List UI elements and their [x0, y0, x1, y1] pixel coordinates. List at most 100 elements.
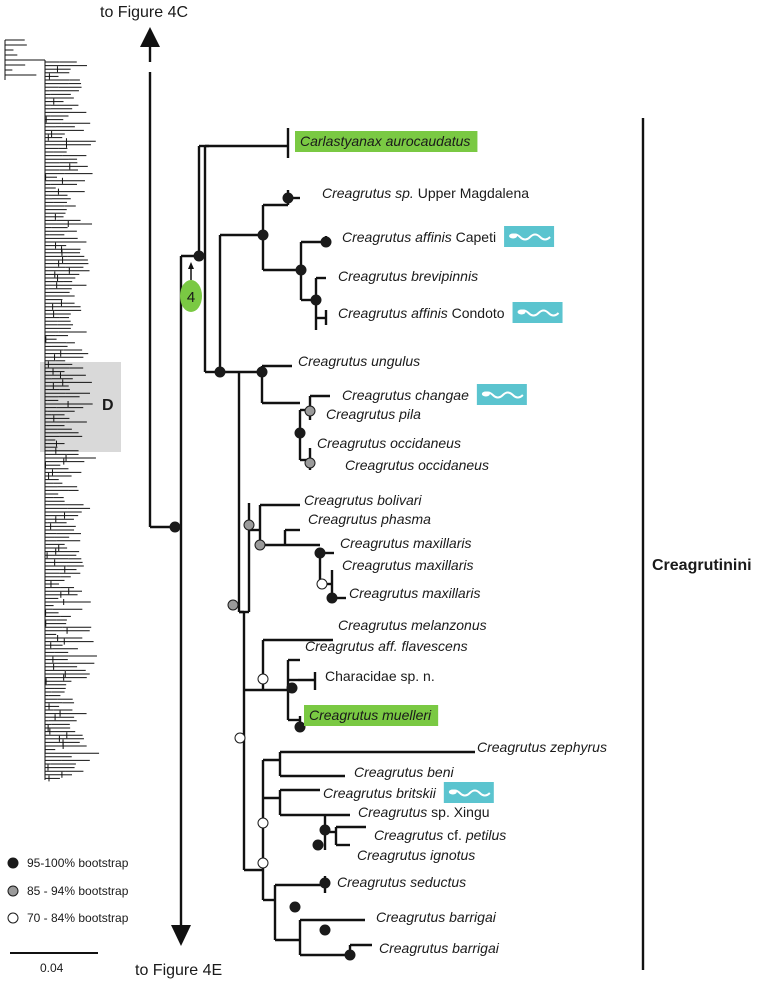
- bootstrap-node-marker: [169, 521, 181, 533]
- taxon-label-italic: Creagrutus sp.: [322, 185, 414, 201]
- bootstrap-node-marker: [295, 264, 307, 276]
- fish-icon: [512, 302, 563, 323]
- fish-icon: [504, 226, 555, 247]
- taxon-label-rest: Capeti: [452, 229, 496, 245]
- bootstrap-node-marker: [294, 721, 306, 733]
- bootstrap-node-marker: [256, 366, 268, 378]
- taxon-label-italic: Creagrutus zephyrus: [477, 739, 607, 755]
- taxon-label-italic: Creagrutus muelleri: [309, 707, 432, 723]
- nav-up-label: to Figure 4C: [100, 4, 188, 21]
- bootstrap-node-marker: [193, 250, 205, 262]
- bootstrap-node-marker: [326, 592, 338, 604]
- bootstrap-node-marker: [286, 682, 298, 694]
- taxon-label-italic: Creagrutus pila: [326, 406, 421, 422]
- bootstrap-node-marker: [304, 405, 316, 417]
- badge-oval: [180, 280, 202, 312]
- arrow-up-icon: [140, 27, 160, 47]
- taxon-label-italic: Creagrutus: [374, 827, 443, 843]
- taxon-label-rest: Characidae sp. n.: [325, 668, 435, 684]
- taxon-label-italic: Creagrutus changae: [342, 387, 469, 403]
- overview-tree: D 0.04: [4, 39, 121, 975]
- taxon-label: Creagrutus melanzonus: [338, 617, 487, 633]
- clade-label: Creagrutinini: [652, 557, 752, 574]
- taxon-label: Creagrutus occidaneus: [317, 435, 461, 451]
- taxon-label: Creagrutus affinis Condoto: [338, 305, 505, 321]
- taxon-label: Characidae sp. n.: [325, 668, 435, 684]
- taxon-label: Creagrutus maxillaris: [342, 557, 473, 573]
- legend-high-marker: [7, 857, 19, 869]
- taxon-label-rest: sp. Xingu: [427, 804, 489, 820]
- bootstrap-node-marker: [227, 599, 239, 611]
- bootstrap-node-marker: [257, 817, 269, 829]
- taxon-label-rest: cf.: [443, 827, 466, 843]
- taxon-label-italic: Creagrutus seductus: [337, 874, 466, 890]
- bootstrap-node-marker: [214, 366, 226, 378]
- bootstrap-node-marker: [257, 673, 269, 685]
- taxon-label: Creagrutus sp. Upper Magdalena: [322, 185, 529, 201]
- nav-down-label: to Figure 4E: [135, 962, 222, 979]
- bootstrap-node-marker: [310, 294, 322, 306]
- bootstrap-node-marker: [316, 578, 328, 590]
- bootstrap-node-marker: [257, 857, 269, 869]
- taxon-label: Creagrutus pila: [326, 406, 421, 422]
- taxon-label: Creagrutus occidaneus: [345, 457, 489, 473]
- taxon-label-italic: Creagrutus britskii: [323, 785, 437, 801]
- scale-label: 0.04: [40, 961, 64, 975]
- taxon-label: Creagrutus maxillaris: [349, 585, 480, 601]
- taxon-label-italic: Creagrutus ignotus: [357, 847, 475, 863]
- overview-box-label: D: [102, 397, 114, 414]
- legend-high-label: 95-100% bootstrap: [27, 856, 129, 870]
- taxon-highlight: [304, 705, 439, 726]
- taxon-label-italic: Creagrutus barrigai: [376, 909, 497, 925]
- legend-low-marker: [7, 912, 19, 924]
- bootstrap-node-marker: [320, 236, 332, 248]
- taxon-label-italic: Creagrutus bolivari: [304, 492, 422, 508]
- bootstrap-node-marker: [304, 457, 316, 469]
- taxon-label-italic: Creagrutus beni: [354, 764, 455, 780]
- taxon-label: Creagrutus changae: [342, 387, 469, 403]
- bootstrap-node-marker: [314, 547, 326, 559]
- bootstrap-node-marker: [319, 877, 331, 889]
- bootstrap-node-marker: [234, 732, 246, 744]
- taxon-label-italic: Creagrutus melanzonus: [338, 617, 487, 633]
- node-badge: 4: [180, 262, 202, 312]
- bootstrap-node-marker: [257, 229, 269, 241]
- taxon-label: Creagrutus britskii: [323, 785, 437, 801]
- legend-low-label: 70 - 84% bootstrap: [27, 911, 129, 925]
- clade-bar-group: Creagrutinini: [641, 118, 752, 970]
- bootstrap-node-marker: [319, 924, 331, 936]
- taxon-label-italic: Creagrutus affinis: [342, 229, 452, 245]
- legend-mid-marker: [7, 885, 19, 897]
- taxon-label: Creagrutus aff. flavescens: [305, 638, 468, 654]
- overview-highlight-box: [40, 362, 121, 452]
- taxon-label-italic: Creagrutus maxillaris: [342, 557, 473, 573]
- bootstrap-node-marker: [254, 539, 266, 551]
- taxon-label: Creagrutus maxillaris: [340, 535, 471, 551]
- taxon-label: Creagrutus cf. petilus: [374, 827, 506, 843]
- navigation-arrows: to Figure 4C to Figure 4E: [100, 4, 222, 979]
- support-markers: [169, 192, 356, 961]
- bootstrap-node-marker: [282, 192, 294, 204]
- taxon-label: Creagrutus seductus: [337, 874, 466, 890]
- taxon-label: Creagrutus ungulus: [298, 353, 420, 369]
- badge-pointer-head: [188, 262, 194, 269]
- taxon-label-italic: Creagrutus occidaneus: [317, 435, 461, 451]
- taxon-label-italic: Creagrutus ungulus: [298, 353, 420, 369]
- taxon-highlight: [295, 131, 478, 152]
- taxon-label-italic: petilus: [465, 827, 506, 843]
- taxon-label: Creagrutus barrigai: [379, 940, 500, 956]
- taxon-label: Creagrutus affinis Capeti: [342, 229, 496, 245]
- fish-icon: [443, 782, 494, 803]
- taxon-label: Creagrutus zephyrus: [477, 739, 607, 755]
- taxon-label: Creagrutus phasma: [308, 511, 431, 527]
- taxon-label: Creagrutus barrigai: [376, 909, 497, 925]
- taxon-label: Creagrutus sp. Xingu: [358, 804, 490, 820]
- taxon-label-italic: Creagrutus affinis: [338, 305, 448, 321]
- taxon-label-italic: Creagrutus aff. flavescens: [305, 638, 468, 654]
- bootstrap-node-marker: [294, 427, 306, 439]
- taxon-label-rest: Upper Magdalena: [414, 185, 529, 201]
- taxon-label: Creagrutus bolivari: [304, 492, 422, 508]
- legend-mid-label: 85 - 94% bootstrap: [27, 884, 129, 898]
